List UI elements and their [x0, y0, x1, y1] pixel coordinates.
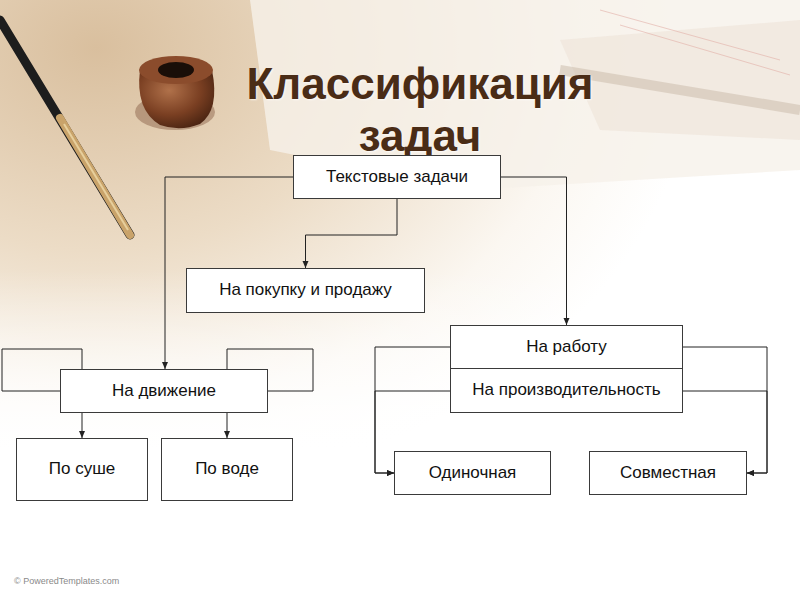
box-label: На производительность: [472, 380, 660, 400]
diagram-title: Классификация задач: [210, 58, 630, 162]
connector-arrow: [501, 177, 567, 325]
box-label: Совместная: [620, 463, 716, 483]
box-label: По суше: [49, 459, 116, 479]
process-box: На производительность: [450, 369, 683, 413]
process-box: По суше: [16, 438, 148, 501]
process-box: На работу: [450, 325, 683, 369]
box-label: По воде: [195, 459, 259, 479]
box-label: На покупку и продажу: [219, 280, 392, 300]
box-label: На работу: [526, 337, 607, 357]
process-box: Совместная: [589, 451, 747, 495]
box-label: Одиночная: [429, 463, 517, 483]
process-box: Текстовые задачи: [293, 155, 501, 199]
process-box: Одиночная: [394, 451, 551, 495]
watermark: © PoweredTemplates.com: [14, 576, 119, 586]
process-box: На движение: [60, 369, 268, 413]
process-box: На покупку и продажу: [186, 268, 425, 313]
box-label: Текстовые задачи: [326, 167, 468, 187]
connector-arrow: [306, 199, 398, 268]
process-box: По воде: [161, 438, 293, 501]
box-label: На движение: [112, 381, 216, 401]
